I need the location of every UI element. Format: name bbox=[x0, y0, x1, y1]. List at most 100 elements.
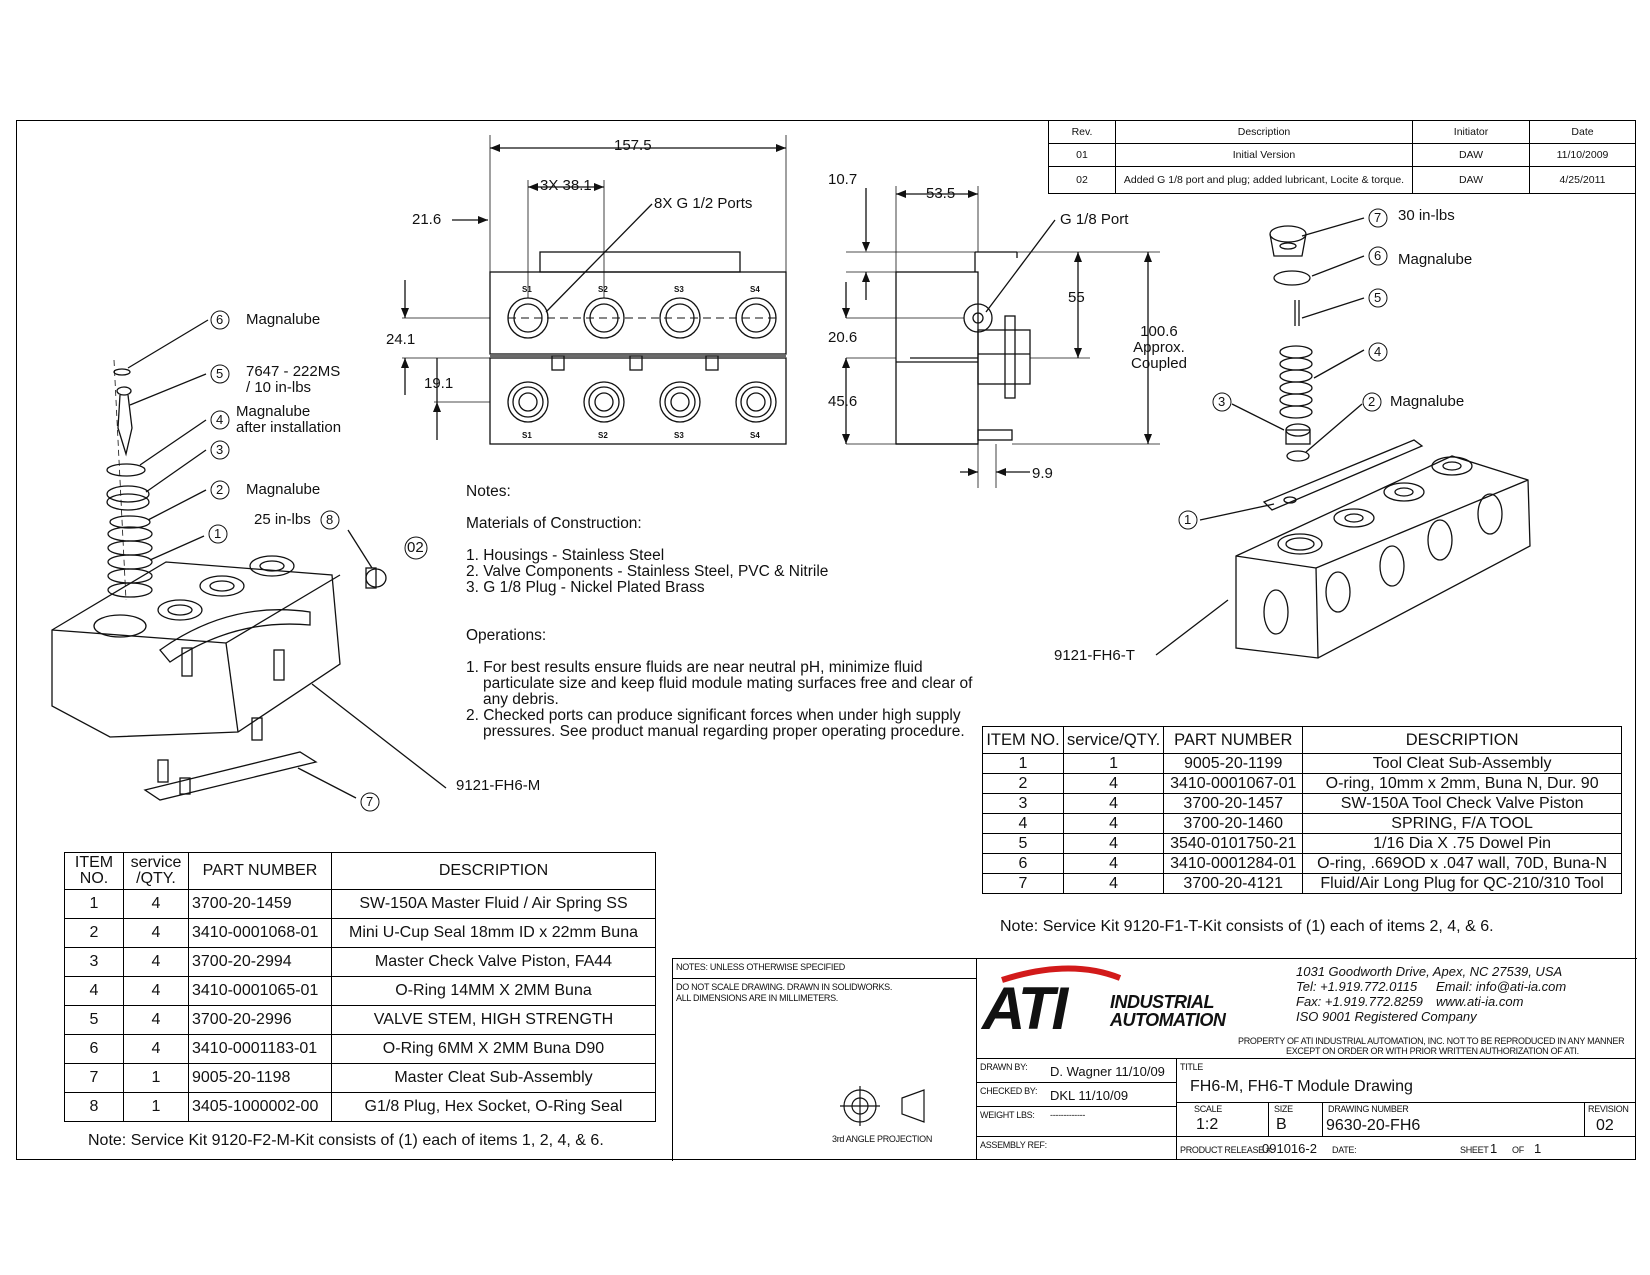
bom-m-cell: 3700-20-2994 bbox=[188, 947, 332, 977]
bom-t-cell: 1/16 Dia X .75 Dowel Pin bbox=[1302, 833, 1622, 854]
bom-m-cell: 4 bbox=[123, 1005, 189, 1035]
callout-t-2-text: Magnalube bbox=[1390, 393, 1465, 410]
tb-notes-line1: DO NOT SCALE DRAWING. DRAWN IN SOLIDWORK… bbox=[676, 982, 893, 992]
bom-tool-table: ITEM NO. service/QTY. PART NUMBER DESCRI… bbox=[982, 726, 1622, 894]
dim-coupled-height: 100.6 Approx. Coupled bbox=[1124, 324, 1194, 372]
tb-drawn-label: DRAWN BY: bbox=[980, 1062, 1028, 1072]
callout-m-6-text: Magnalube bbox=[246, 311, 321, 328]
dim-left-offset: 21.6 bbox=[412, 211, 442, 228]
tb-notes-label: NOTES: UNLESS OTHERWISE SPECIFIED bbox=[676, 962, 845, 972]
rev-header-initiator: Initiator bbox=[1412, 120, 1530, 144]
bom-t-header-item: ITEM NO. bbox=[982, 726, 1064, 754]
dim-coupled-value: 100.6 bbox=[1140, 323, 1178, 340]
callout-t-6-text: Magnalube bbox=[1398, 251, 1473, 268]
tb-scale-label: SCALE bbox=[1194, 1104, 1223, 1114]
dim-overall-width: 157.5 bbox=[614, 137, 652, 154]
notes-heading: Notes: bbox=[466, 483, 511, 500]
bom-t-cell: 3410-0001284-01 bbox=[1163, 853, 1304, 874]
ati-logo: ATI INDUSTRIAL AUTOMATION bbox=[980, 965, 1226, 1042]
bom-m-cell: 8 bbox=[64, 1092, 124, 1122]
tb-projection: 3rd ANGLE PROJECTION bbox=[832, 1134, 933, 1144]
bom-m-cell: 1 bbox=[64, 889, 124, 919]
port-label-bottom-s2: S2 bbox=[598, 431, 608, 440]
bom-m-header-part: PART NUMBER bbox=[188, 852, 332, 890]
callout-m-1-num: 1 bbox=[214, 526, 222, 541]
callout-m-5-num: 5 bbox=[216, 366, 224, 381]
callout-m-5-text-a: 7647 - 222MS bbox=[246, 363, 341, 380]
callout-t-7-num: 7 bbox=[1374, 210, 1382, 225]
bom-t-cell: 4 bbox=[1062, 833, 1165, 854]
table-row: 01 Initial Version DAW 11/10/2009 bbox=[1048, 143, 1636, 167]
bom-m-header-description: DESCRIPTION bbox=[331, 852, 656, 890]
rev-cell: DAW bbox=[1412, 143, 1530, 167]
tb-checked: DKL 11/10/09 bbox=[1050, 1088, 1129, 1103]
dim-coupled-approx: Approx. bbox=[1133, 339, 1185, 356]
rev-cell: 02 bbox=[1048, 166, 1116, 194]
tb-date-label: DATE: bbox=[1332, 1145, 1357, 1155]
tb-fax: Fax: +1.919.772.8259 bbox=[1296, 994, 1423, 1009]
bom-t-cell: SPRING, F/A TOOL bbox=[1302, 813, 1622, 834]
bom-m-cell: 3700-20-2996 bbox=[188, 1005, 332, 1035]
bom-t-cell: 4 bbox=[1062, 773, 1165, 794]
bom-t-cell: 3700-20-1460 bbox=[1163, 813, 1304, 834]
tb-drawn: D. Wagner 11/10/09 bbox=[1050, 1064, 1165, 1079]
bom-m-cell: 1 bbox=[123, 1092, 189, 1122]
bom-m-cell: 3700-20-1459 bbox=[188, 889, 332, 919]
tb-title-label: TITLE bbox=[1180, 1062, 1204, 1072]
bom-t-cell: 1 bbox=[1062, 753, 1165, 774]
tb-dwg: 9630-20-FH6 bbox=[1326, 1117, 1421, 1134]
tb-scale: 1:2 bbox=[1196, 1116, 1219, 1133]
bom-t-header-qty: service/QTY. bbox=[1062, 726, 1165, 754]
bom-t-cell: O-ring, 10mm x 2mm, Buna N, Dur. 90 bbox=[1302, 773, 1622, 794]
bom-m-cell: VALVE STEM, HIGH STRENGTH bbox=[331, 1005, 656, 1035]
callout-t-part: 9121-FH6-T bbox=[1054, 647, 1135, 664]
tb-checked-label: CHECKED BY: bbox=[980, 1086, 1038, 1096]
bom-t-cell: 3410-0001067-01 bbox=[1163, 773, 1304, 794]
callout-m-2-text: Magnalube bbox=[246, 481, 321, 498]
logo-swoosh-icon bbox=[1001, 965, 1122, 983]
logo-automation: AUTOMATION bbox=[1110, 1010, 1226, 1030]
callout-m-5-text-b: / 10 in-lbs bbox=[246, 379, 312, 396]
bom-t-cell: Tool Cleat Sub-Assembly bbox=[1302, 753, 1622, 774]
bom-t-cell: 4 bbox=[1062, 853, 1165, 874]
tb-release: 091016-2 bbox=[1262, 1141, 1317, 1156]
bom-m-cell: 4 bbox=[123, 1034, 189, 1064]
bom-m-cell: O-Ring 6MM X 2MM Buna D90 bbox=[331, 1034, 656, 1064]
tb-sheet: 1 bbox=[1490, 1141, 1498, 1156]
callout-m-part: 9121-FH6-M bbox=[456, 777, 541, 794]
bom-t-cell: 5 bbox=[982, 833, 1064, 854]
callout-t-5-num: 5 bbox=[1374, 290, 1382, 305]
tb-iso: ISO 9001 Registered Company bbox=[1296, 1009, 1477, 1024]
master-iso bbox=[51, 319, 447, 801]
callout-t-4-num: 4 bbox=[1374, 344, 1382, 359]
tb-web: www.ati-ia.com bbox=[1436, 994, 1524, 1009]
callout-m-8-num: 8 bbox=[326, 512, 334, 527]
dim-row-spacing: 24.1 bbox=[386, 331, 416, 348]
bom-m-cell: 6 bbox=[64, 1034, 124, 1064]
bom-master-header-row: ITEM NO. service /QTY. PART NUMBER DESCR… bbox=[64, 852, 656, 890]
logo-industrial: INDUSTRIAL bbox=[1110, 992, 1215, 1012]
bom-t-cell: 3 bbox=[982, 793, 1064, 814]
bom-t-cell: O-ring, .669OD x .047 wall, 70D, Buna-N bbox=[1302, 853, 1622, 874]
port-label-top-s1: S1 bbox=[522, 285, 532, 294]
revision-header-row: Rev. Description Initiator Date bbox=[1048, 120, 1636, 144]
tb-address: 1031 Goodworth Drive, Apex, NC 27539, US… bbox=[1296, 964, 1563, 979]
dim-h55: 55 bbox=[1068, 289, 1085, 306]
callout-t-1-num: 1 bbox=[1184, 512, 1192, 527]
tb-of-label: OF bbox=[1512, 1145, 1524, 1155]
port-label-bottom-s3: S3 bbox=[674, 431, 684, 440]
bom-t-cell: 4 bbox=[982, 813, 1064, 834]
port-label-bottom-s4: S4 bbox=[750, 431, 760, 440]
front-ports-bottom bbox=[507, 381, 777, 423]
bom-t-cell: 3700-20-4121 bbox=[1163, 873, 1304, 894]
tb-title: FH6-M, FH6-T Module Drawing bbox=[1190, 1078, 1413, 1095]
bom-m-cell: 4 bbox=[123, 918, 189, 948]
